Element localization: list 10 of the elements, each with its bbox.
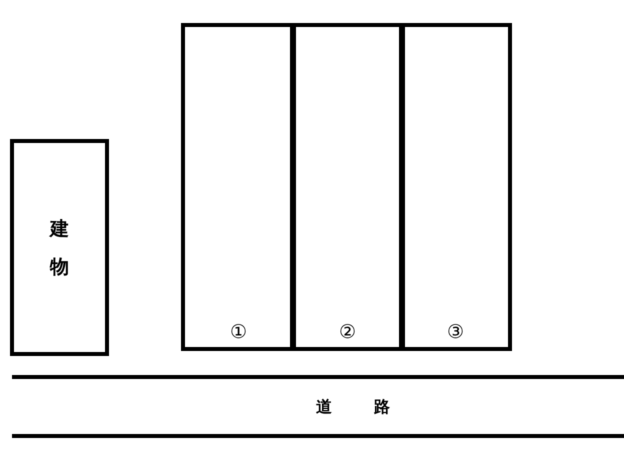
parking-space <box>181 23 296 351</box>
building-box <box>10 139 109 356</box>
road-band <box>12 375 624 438</box>
road-label: 道路 <box>316 396 432 418</box>
space-number: ③ <box>446 323 464 342</box>
space-number: ① <box>230 323 248 342</box>
space-number: ② <box>338 323 356 342</box>
parking-space <box>290 23 405 351</box>
building-label: 建物 <box>50 216 69 280</box>
parking-space <box>399 23 512 351</box>
